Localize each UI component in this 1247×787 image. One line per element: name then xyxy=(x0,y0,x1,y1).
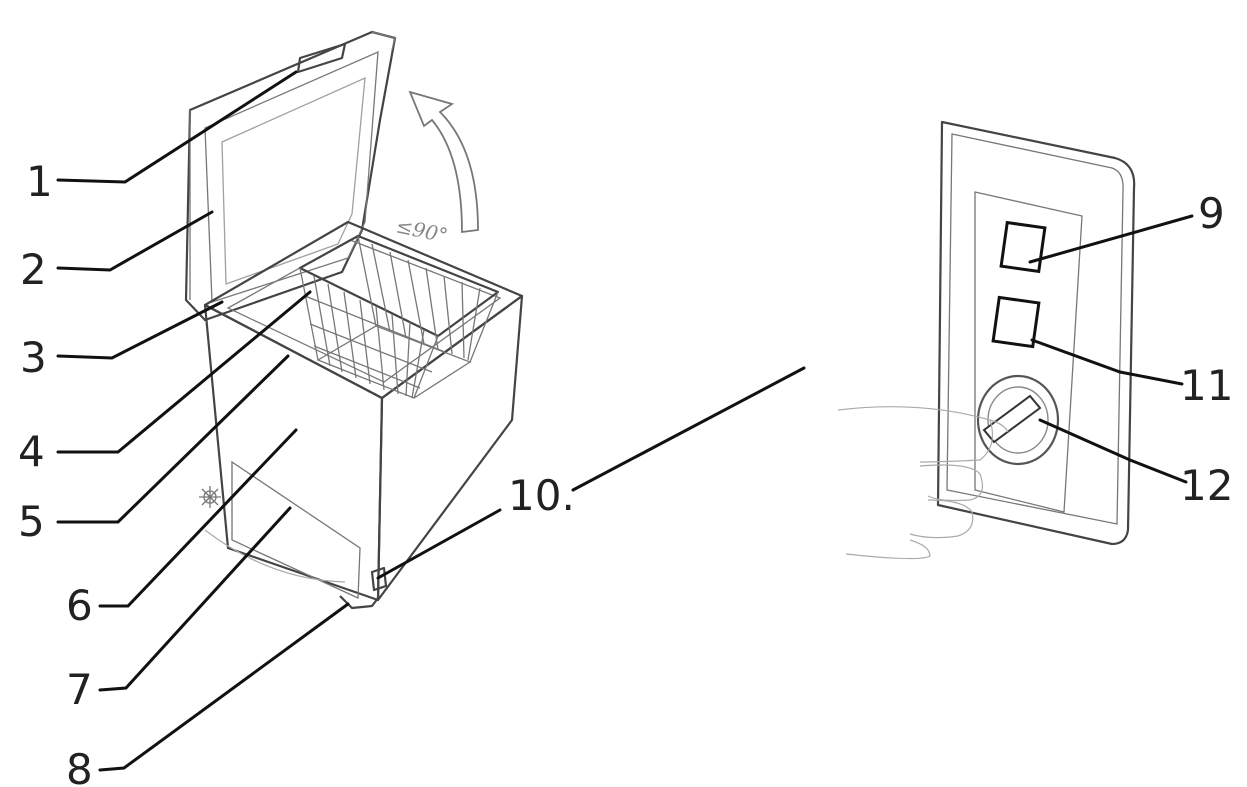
callout-8: 8 xyxy=(66,745,93,787)
callout-3: 3 xyxy=(20,333,47,382)
callout-6: 6 xyxy=(66,581,93,630)
indicator-9 xyxy=(1001,223,1045,272)
callout-9: 9 xyxy=(1198,189,1225,238)
drain-symbol xyxy=(199,486,221,508)
freezer-illustration: ≤90° xyxy=(186,32,522,608)
freezer-basket xyxy=(300,236,498,398)
callout-12: 12 xyxy=(1180,461,1233,510)
callout-11: 11 xyxy=(1180,361,1233,410)
callout-10: 10. xyxy=(508,471,575,520)
callout-7: 7 xyxy=(66,665,93,714)
callout-1: 1 xyxy=(26,157,53,206)
lid-opening-arrow: ≤90° xyxy=(394,92,478,248)
callout-2: 2 xyxy=(20,245,47,294)
angle-label: ≤90° xyxy=(394,213,450,247)
freezer-cabinet xyxy=(199,222,522,608)
callout-5: 5 xyxy=(18,497,45,546)
callout-4: 4 xyxy=(18,427,45,476)
callout-labels: 1 2 3 4 5 6 7 8 9 10. 11 12 xyxy=(18,157,1233,787)
control-panel-illustration xyxy=(838,122,1134,559)
